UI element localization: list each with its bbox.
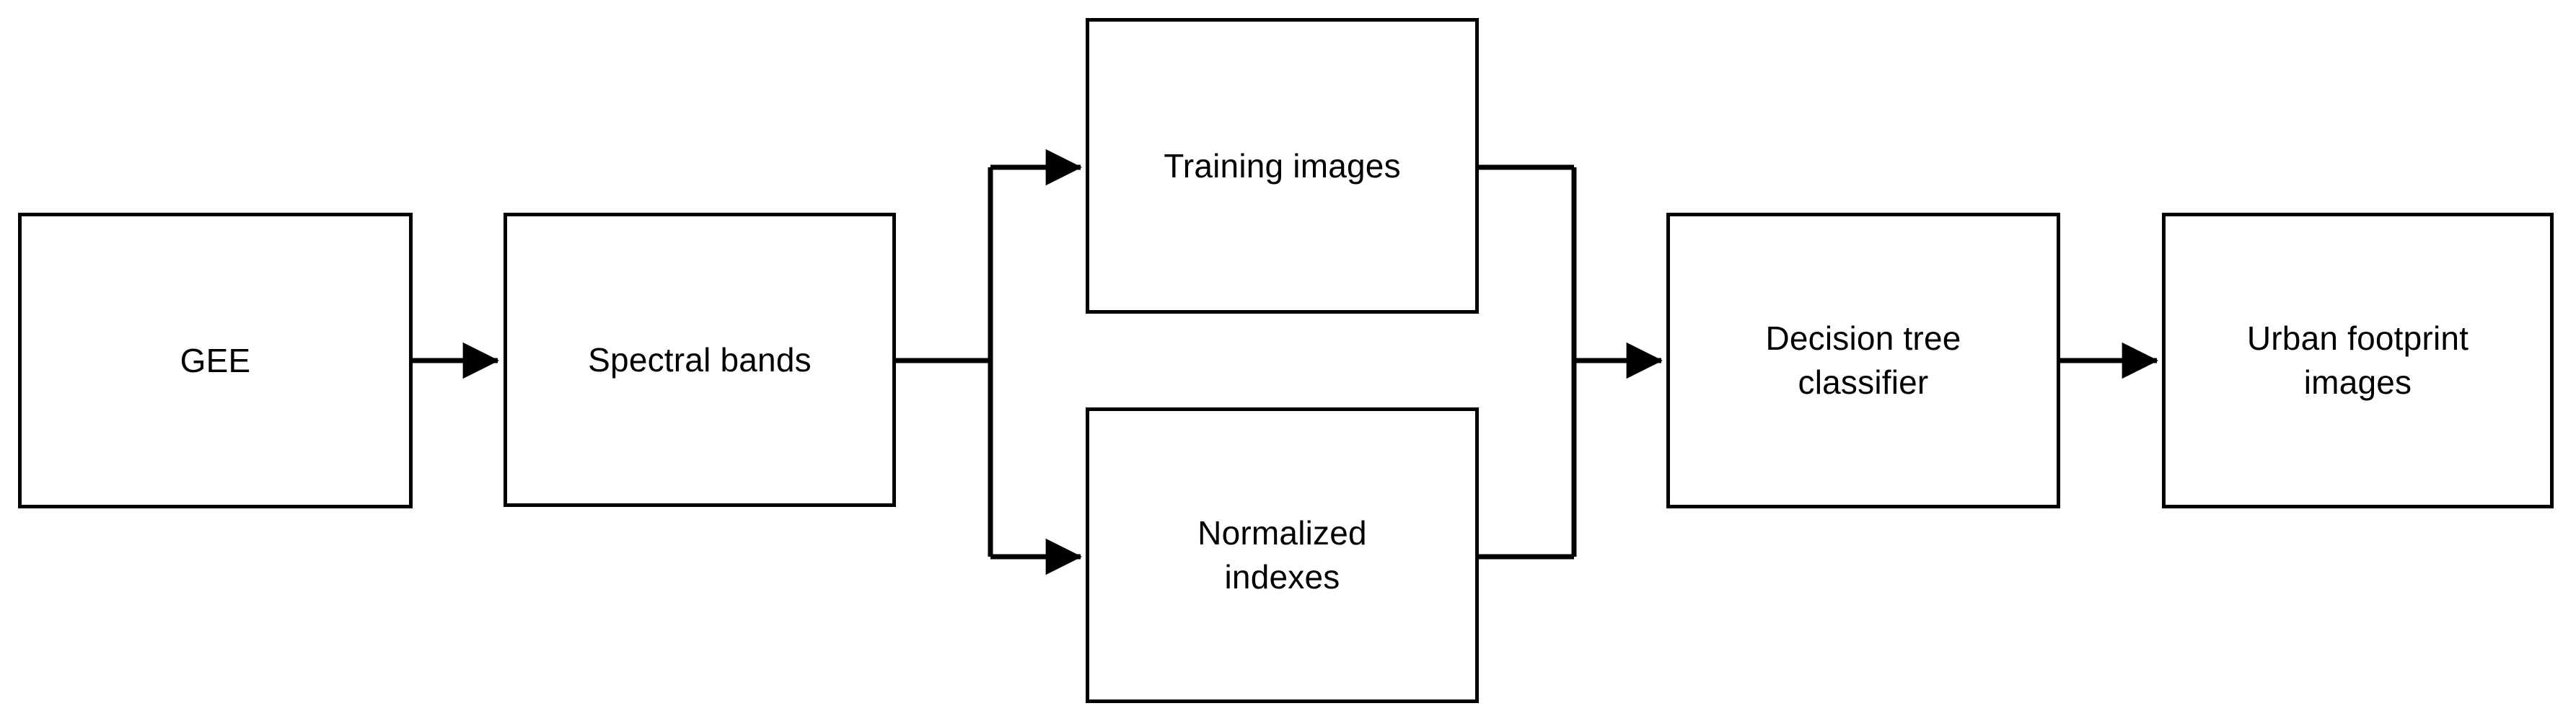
edge-spectral-branch-trunk <box>896 167 993 557</box>
node-normalized-indexes-label: Normalized indexes <box>1197 514 1367 596</box>
node-urban-footprint-images[interactable]: Urban footprint images <box>2162 213 2554 508</box>
node-gee[interactable]: GEE <box>18 213 413 508</box>
node-decision-tree-classifier-label: Decision tree classifier <box>1765 319 1961 401</box>
node-spectral-bands[interactable]: Spectral bands <box>504 213 896 507</box>
node-decision-tree-classifier[interactable]: Decision tree classifier <box>1666 213 2060 508</box>
node-urban-footprint-images-label: Urban footprint images <box>2246 319 2469 401</box>
node-training-images-label: Training images <box>1164 146 1401 185</box>
edge-merge-to-classifier <box>1571 167 1663 557</box>
node-training-images[interactable]: Training images <box>1086 18 1479 314</box>
node-normalized-indexes[interactable]: Normalized indexes <box>1086 407 1479 703</box>
node-spectral-bands-label: Spectral bands <box>588 340 812 379</box>
node-gee-label: GEE <box>180 341 251 379</box>
